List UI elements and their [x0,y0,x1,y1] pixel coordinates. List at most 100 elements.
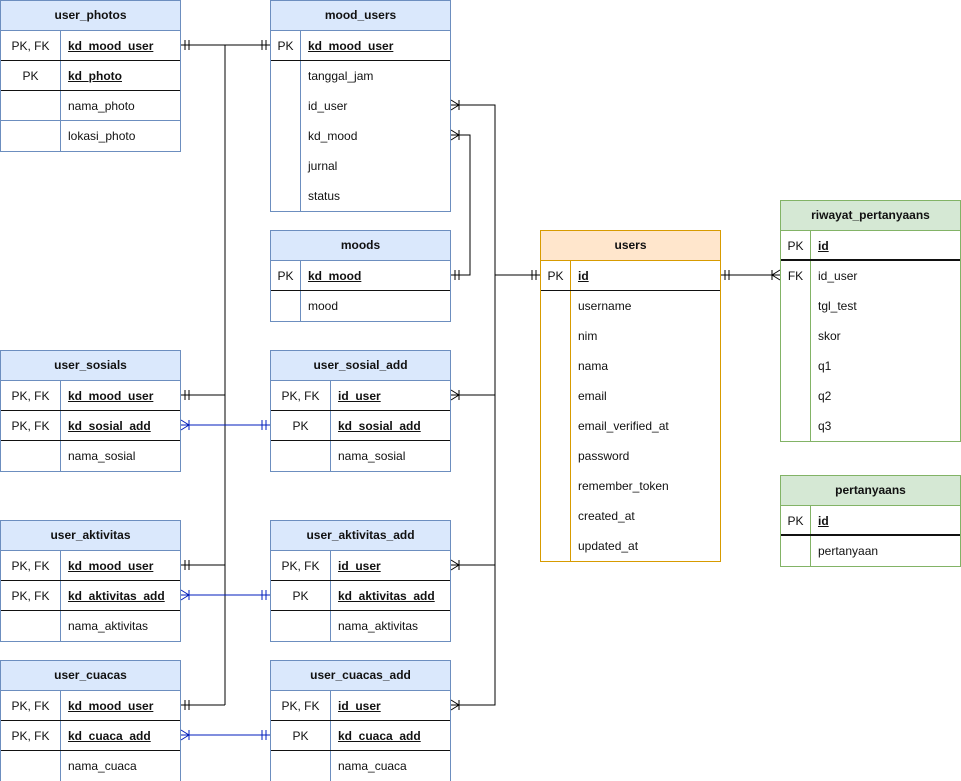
many-marker [180,734,190,741]
table-title: user_aktivitas [1,521,180,551]
many-marker [450,564,460,571]
table-row[interactable]: remember_token [541,471,720,501]
table-title: pertanyaans [781,476,960,506]
key-label [541,351,571,381]
field-name: kd_mood [308,129,358,143]
table-row[interactable]: lokasi_photo [1,121,180,151]
field-name: mood [308,299,339,313]
table-row[interactable]: status [271,181,450,211]
key-label [271,61,301,91]
table-row[interactable]: kd_mood [271,121,450,151]
field-name: q1 [818,359,832,373]
key-label [541,381,571,411]
table-row[interactable]: jurnal [271,151,450,181]
field-name: q2 [818,389,832,403]
table-row[interactable]: mood [271,291,450,321]
table-row[interactable]: skor [781,321,960,351]
table-row[interactable]: PK kd_sosial_add [271,411,450,441]
field-name: id_user [818,269,858,283]
field-name: kd_sosial_add [338,419,421,433]
key-label: PK, FK [1,411,61,440]
table-row[interactable]: username [541,291,720,321]
table-title: user_cuacas_add [271,661,450,691]
table-title: user_photos [1,1,180,31]
table-row[interactable]: nama_cuaca [271,751,450,781]
table-row[interactable]: updated_at [541,531,720,561]
table-row[interactable]: tgl_test [781,291,960,321]
table-row[interactable]: q1 [781,351,960,381]
table-row[interactable]: nim [541,321,720,351]
table-row[interactable]: q2 [781,381,960,411]
mood-kd-link [451,134,471,276]
key-label [271,121,301,151]
key-label: PK [271,31,301,60]
table-row[interactable]: id_user [271,91,450,121]
key-label: PK [781,506,811,534]
many-marker [450,699,460,706]
table-title: user_aktivitas_add [271,521,450,551]
table-row[interactable]: q3 [781,411,960,441]
table-row[interactable]: nama_cuaca [1,751,180,781]
table-row[interactable]: pertanyaan [781,536,960,566]
table-title: user_cuacas [1,661,180,691]
table-row[interactable]: nama_sosial [271,441,450,471]
field-name: kd_cuaca_add [68,729,151,743]
table-row[interactable]: email_verified_at [541,411,720,441]
field-name: email [578,389,607,403]
key-label [1,91,61,120]
key-label [271,751,331,781]
key-label [1,441,61,471]
table-row[interactable]: nama [541,351,720,381]
table-row[interactable]: nama_aktivitas [271,611,450,641]
table-row[interactable]: nama_aktivitas [1,611,180,641]
table-row[interactable]: nama_photo [1,91,180,121]
table-row[interactable]: email [541,381,720,411]
table-row[interactable]: tanggal_jam [271,61,450,91]
field-name: id [818,239,829,253]
field-name: skor [818,329,841,343]
field-name: kd_aktivitas_add [68,589,165,603]
table-title: user_sosial_add [271,351,450,381]
key-label [781,536,811,566]
field-name: kd_mood_user [68,699,154,713]
many-marker [450,134,460,141]
table-row[interactable]: created_at [541,501,720,531]
table-row[interactable]: password [541,441,720,471]
table-row[interactable]: nama_sosial [1,441,180,471]
key-label: PK [271,411,331,440]
key-label [541,471,571,501]
